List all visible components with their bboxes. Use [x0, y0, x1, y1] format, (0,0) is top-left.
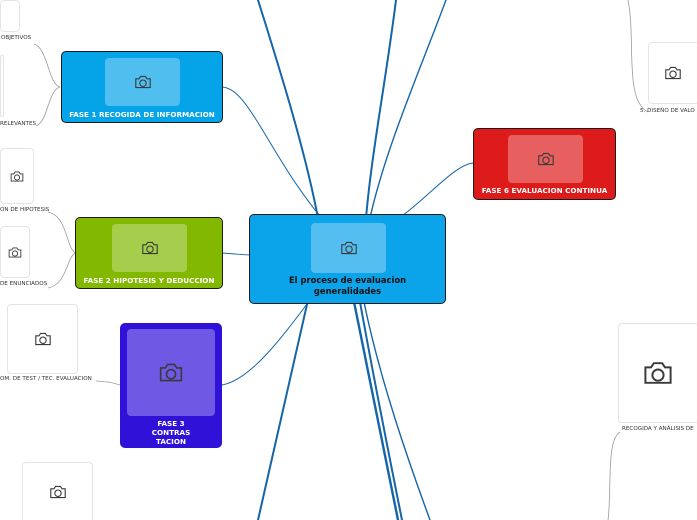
- image-placeholder: [105, 58, 180, 106]
- branch-line: [363, 301, 431, 520]
- camera-icon: [157, 361, 185, 384]
- leaf-label: DE ENUNCIADOS: [0, 281, 48, 287]
- branch-line: [369, 0, 447, 219]
- branch-line: [365, 0, 397, 219]
- connector-phase1: [221, 86, 331, 229]
- branch-line: [359, 301, 403, 520]
- branch-line: [352, 300, 400, 520]
- phase-1-label: FASE 1 RECOGIDA DE INFORMACION: [69, 110, 215, 119]
- leaf-label: OBJETIVOS: [1, 35, 32, 41]
- leaf-label: 5. DISEÑO DE VALO: [640, 108, 695, 114]
- leaf-connector: [627, 0, 649, 113]
- camera-icon: [536, 151, 556, 167]
- leaf-connector: [95, 380, 121, 386]
- branch-line: [257, 299, 309, 520]
- leaf-label: OM. DE TEST / TEC. EVALUACION: [0, 376, 92, 382]
- phase-2-label: FASE 2 HIPOTESIS Y DEDUCCION: [83, 276, 215, 285]
- phase-3-label-line2: CONTRAS: [151, 428, 191, 437]
- leaf-image-card[interactable]: [648, 42, 697, 104]
- leaf-image-card[interactable]: [0, 148, 34, 204]
- camera-icon: [33, 331, 53, 347]
- image-placeholder: [127, 329, 215, 416]
- phase-6-node[interactable]: FASE 6 EVALUACION CONTINUA: [473, 128, 616, 200]
- leaf-connector: [47, 211, 77, 254]
- leaf-label: RELEVANTES: [0, 121, 37, 127]
- leaf-connector: [47, 252, 77, 289]
- leaf-image-card[interactable]: [618, 323, 697, 423]
- camera-icon: [140, 240, 160, 256]
- leaf-label: RECOGIDA Y ANÁLISIS DE: [622, 426, 694, 432]
- leaf-connector: [33, 43, 61, 88]
- camera-icon: [133, 74, 153, 90]
- central-title-line2: generalidades: [313, 285, 382, 296]
- leaf-image-card[interactable]: [22, 462, 93, 520]
- phase-2-node[interactable]: FASE 2 HIPOTESIS Y DEDUCCION: [75, 217, 223, 289]
- central-topic-node[interactable]: El proceso de evaluacion generalidades: [249, 214, 446, 304]
- leaf-image-card[interactable]: [0, 0, 20, 32]
- phase-3-label-line3: TACION: [156, 437, 186, 446]
- leaf-connector: [35, 86, 61, 127]
- camera-icon: [9, 170, 25, 183]
- image-placeholder: [311, 223, 386, 273]
- camera-icon: [641, 359, 675, 387]
- connector-phase6: [401, 162, 474, 217]
- phase-6-label: FASE 6 EVALUACION CONTINUA: [481, 186, 608, 195]
- leaf-image-card[interactable]: [7, 304, 78, 374]
- leaf-connector: [607, 431, 621, 520]
- phase-1-node[interactable]: FASE 1 RECOGIDA DE INFORMACION: [61, 51, 223, 123]
- image-placeholder: [508, 135, 583, 183]
- leaf-image-card[interactable]: [0, 55, 4, 117]
- camera-icon: [48, 484, 68, 500]
- central-title-line1: El proceso de evaluacion: [288, 275, 407, 285]
- branch-line: [257, 0, 319, 219]
- camera-icon: [7, 246, 23, 259]
- connector-phase2: [221, 252, 253, 256]
- phase-3-label-line1: FASE 3: [157, 419, 185, 428]
- leaf-image-card[interactable]: [0, 226, 30, 278]
- leaf-label: ON DE HIPOTESIS: [0, 207, 50, 213]
- camera-icon: [663, 65, 683, 81]
- connector-phase3: [221, 299, 311, 386]
- camera-icon: [339, 240, 359, 256]
- image-placeholder: [112, 224, 187, 272]
- phase-3-node[interactable]: FASE 3 CONTRAS TACION: [120, 323, 222, 448]
